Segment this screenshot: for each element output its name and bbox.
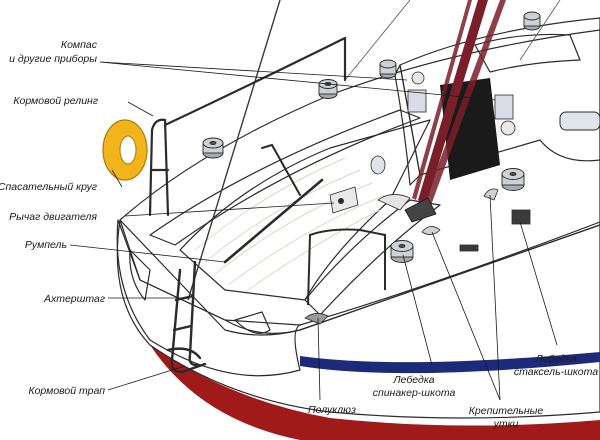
leader-staysail	[519, 221, 558, 346]
label-engine-lever: Рычаг двигателя	[9, 211, 97, 223]
engine-lever	[329, 186, 359, 214]
winch-spinnaker	[390, 240, 414, 263]
cockpit-hoop	[307, 228, 386, 306]
cleat	[421, 226, 441, 235]
label-staysail-winch: Лебедка	[534, 353, 576, 365]
cabin-front-face	[394, 64, 421, 186]
winch-staysail	[501, 168, 525, 191]
cockpit-compass	[370, 155, 386, 175]
label-backstay: Ахтерштаг	[43, 293, 105, 305]
instrument-dial-right	[500, 120, 516, 136]
instrument-panel-left	[407, 89, 427, 113]
label-spinnaker-winch: Лебедка	[392, 374, 434, 386]
label-lifebuoy: Спасательный круг	[0, 181, 97, 193]
sliding-hatch	[474, 33, 581, 73]
leader-spinnaker	[402, 254, 433, 366]
leader-lifebuoy	[111, 169, 123, 188]
stern-ladder	[166, 260, 207, 374]
leader-lines	[69, 61, 558, 401]
hull-stripe	[300, 352, 600, 374]
toerail	[299, 221, 600, 326]
transom	[116, 219, 301, 377]
label-cleats: Крепительные	[469, 405, 544, 417]
label-half-hatch: Полуклюз	[308, 404, 356, 416]
backstay	[187, 0, 281, 301]
label-spinnaker-winch-2: спинакер-шкота	[373, 387, 456, 399]
half-fairlead	[304, 313, 329, 325]
stern-rail	[148, 36, 347, 217]
genoa-track	[459, 244, 479, 252]
leader-stern-ladder	[107, 365, 186, 391]
transom-recess-left	[129, 249, 151, 301]
leader-engine-lever	[124, 202, 335, 217]
mainsheet-lines	[412, 0, 506, 208]
rigging-line	[344, 0, 411, 81]
label-staysail-winch-2: стаксель-шкота	[514, 366, 598, 378]
winch-cabin-right	[523, 11, 541, 31]
leader-cleats-1	[431, 231, 501, 401]
instrument-dial-left	[411, 71, 425, 85]
hull-antifouling	[150, 345, 600, 440]
jib-car	[511, 209, 531, 225]
label-cleats-2: утки	[493, 418, 519, 430]
label-stern-rail: Кормовой релинг	[13, 95, 98, 107]
cabin-window	[559, 111, 600, 131]
label-compass: Компас	[61, 39, 98, 51]
winch-port-mid	[318, 79, 338, 99]
fairlead-bow	[377, 194, 411, 211]
rigging-line	[519, 0, 561, 61]
leader-compass	[99, 61, 408, 81]
tiller	[223, 143, 324, 264]
winches	[202, 11, 541, 263]
cleat	[483, 188, 499, 201]
transom-recess-right	[234, 311, 271, 334]
leader-half-hatch	[317, 317, 321, 401]
winch-port-aft	[202, 137, 224, 159]
labels: Компас и другие приборы Кормовой релинг …	[0, 39, 598, 430]
instrument-panel-right	[494, 94, 514, 120]
mainsheet-block	[404, 197, 437, 223]
leader-tiller	[69, 244, 226, 263]
label-stern-ladder: Кормовой трап	[28, 385, 105, 397]
winch-cabin	[379, 59, 397, 79]
label-compass-2: и другие приборы	[9, 53, 97, 65]
cockpit-bench-starboard	[304, 199, 441, 316]
leader-stern-rail	[127, 101, 154, 117]
leader-cleats-2	[489, 194, 501, 401]
leader-compass-2	[99, 61, 496, 101]
label-tiller: Румпель	[25, 239, 67, 251]
lifebuoy	[102, 119, 148, 181]
